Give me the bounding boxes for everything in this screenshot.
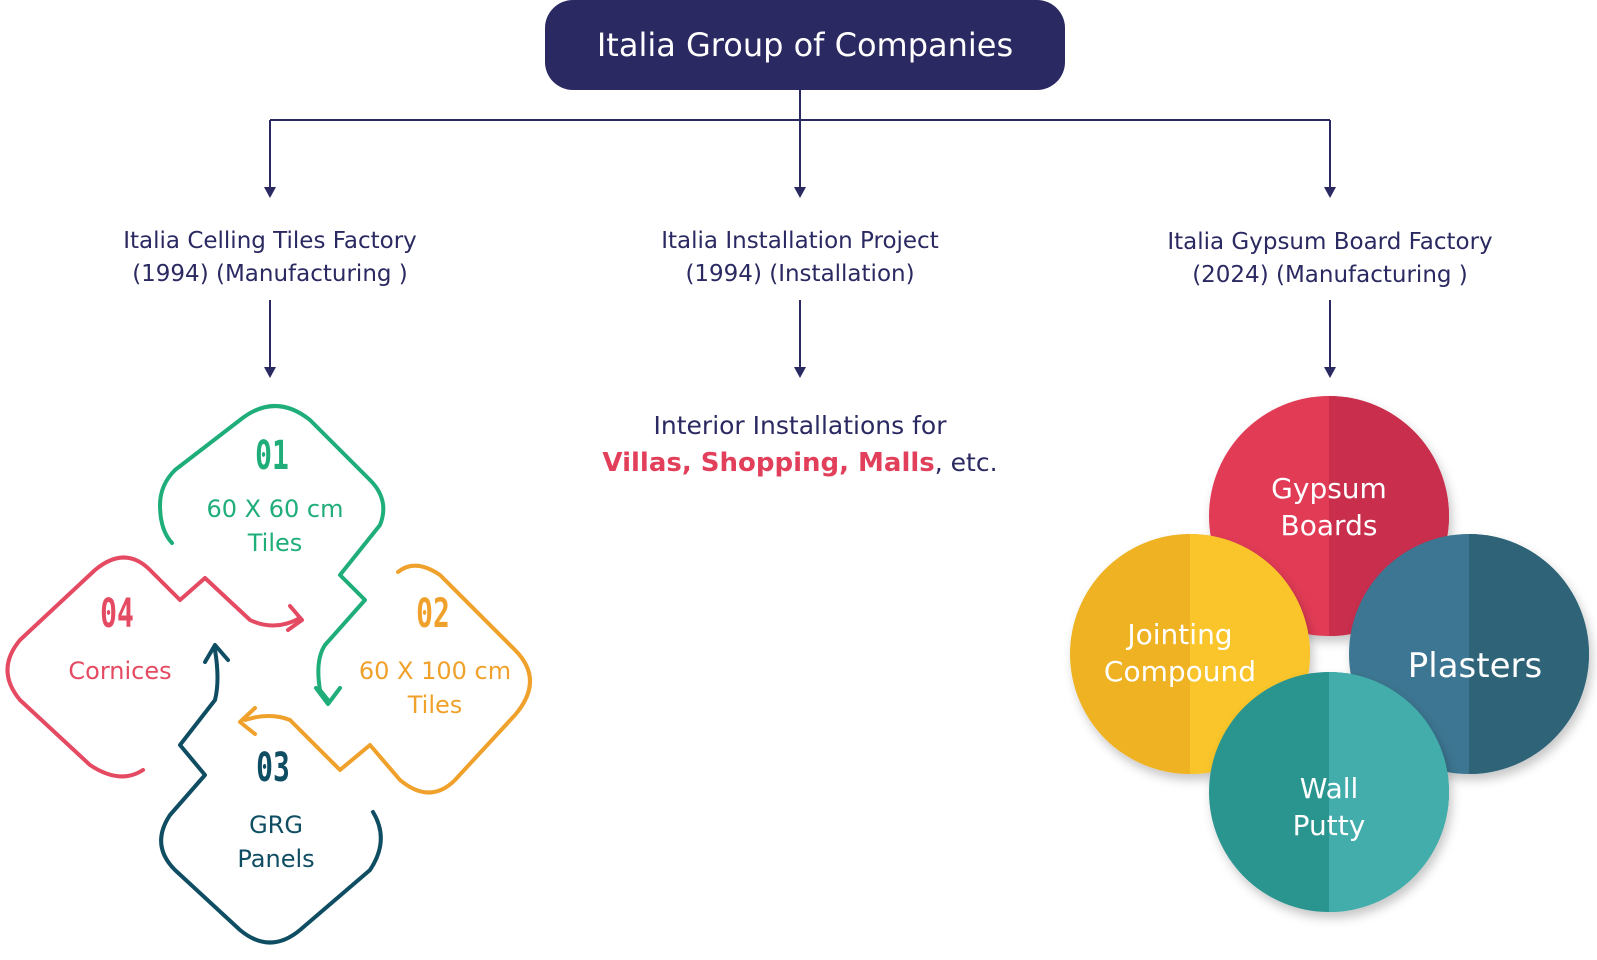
material-label-line1: Gypsum xyxy=(1271,472,1387,505)
branch-installation: Italia Installation Project (1994) (Inst… xyxy=(570,225,1030,291)
product-04-arrow-icon xyxy=(286,604,304,632)
arrowhead-icon xyxy=(1324,367,1336,378)
installation-highlight: Villas, Shopping, Malls xyxy=(602,448,935,478)
installation-suffix: , etc. xyxy=(934,448,998,477)
material-gypsum-boards: Gypsum Boards xyxy=(1209,470,1449,544)
product-04-label-line1: Cornices xyxy=(68,657,172,685)
installation-description: Interior Installations for Villas, Shopp… xyxy=(560,408,1040,482)
product-02-outline xyxy=(243,563,532,795)
product-03-label-line2: Panels xyxy=(237,845,315,873)
diagram-title: Italia Group of Companies xyxy=(596,26,1014,64)
material-plasters: Plasters xyxy=(1355,646,1595,686)
circle-wall-putty xyxy=(1209,672,1449,912)
product-03-outline xyxy=(159,648,383,945)
branch-gypsum-board: Italia Gypsum Board Factory (2024) (Manu… xyxy=(1100,226,1560,292)
branch-subtitle: (2024) (Manufacturing ) xyxy=(1192,262,1468,288)
product-cycle-diagram xyxy=(5,404,532,945)
material-wall-putty: Wall Putty xyxy=(1209,770,1449,844)
materials-diagram xyxy=(1070,396,1589,912)
product-01-label-line2: Tiles xyxy=(247,529,303,557)
product-02-label-line1: 60 X 100 cm xyxy=(358,657,512,685)
product-01-label: 60 X 60 cm Tiles xyxy=(155,492,395,560)
arrowhead-icon xyxy=(794,367,806,378)
material-label-line2: Compound xyxy=(1103,655,1257,688)
branch-subtitle: (1994) (Installation) xyxy=(685,261,915,287)
product-03-label: GRG Panels xyxy=(156,808,396,876)
product-02-number: 02 xyxy=(416,591,450,637)
product-01-outline xyxy=(158,404,386,702)
branch-title: Italia Installation Project xyxy=(661,228,939,254)
arrowhead-icon xyxy=(794,187,806,198)
title-box: Italia Group of Companies xyxy=(545,0,1065,90)
material-label-line1: Plasters xyxy=(1407,646,1543,686)
product-04-number: 04 xyxy=(100,591,134,637)
branch-title: Italia Celling Tiles Factory xyxy=(123,228,417,254)
material-label-line1: Wall xyxy=(1299,772,1359,805)
arrowhead-icon xyxy=(264,367,276,378)
arrowhead-icon xyxy=(264,187,276,198)
product-03-arrow-icon xyxy=(203,643,230,664)
material-label-line2: Boards xyxy=(1280,509,1378,542)
branch-title: Italia Gypsum Board Factory xyxy=(1167,229,1493,255)
product-02-label-line2: Tiles xyxy=(407,691,463,719)
product-03-number: 03 xyxy=(256,745,290,791)
material-jointing-compound: Jointing Compound xyxy=(1060,616,1300,690)
product-03-label-line1: GRG xyxy=(249,811,303,839)
installation-line: Interior Installations for xyxy=(653,411,947,440)
product-01-arrow-icon xyxy=(314,686,342,706)
material-label-line2: Putty xyxy=(1292,809,1366,842)
branch-subtitle: (1994) (Manufacturing ) xyxy=(132,261,408,287)
material-label-line1: Jointing xyxy=(1127,618,1233,651)
product-02-arrow-icon xyxy=(238,706,257,736)
arrowhead-icon xyxy=(1324,187,1336,198)
product-01-label-line1: 60 X 60 cm xyxy=(206,495,344,523)
product-04-label: Cornices xyxy=(0,654,240,688)
product-01-number: 01 xyxy=(255,433,289,479)
branch-ceiling-tiles: Italia Celling Tiles Factory (1994) (Man… xyxy=(40,225,500,291)
product-02-label: 60 X 100 cm Tiles xyxy=(315,654,555,722)
product-04-outline xyxy=(5,555,302,779)
